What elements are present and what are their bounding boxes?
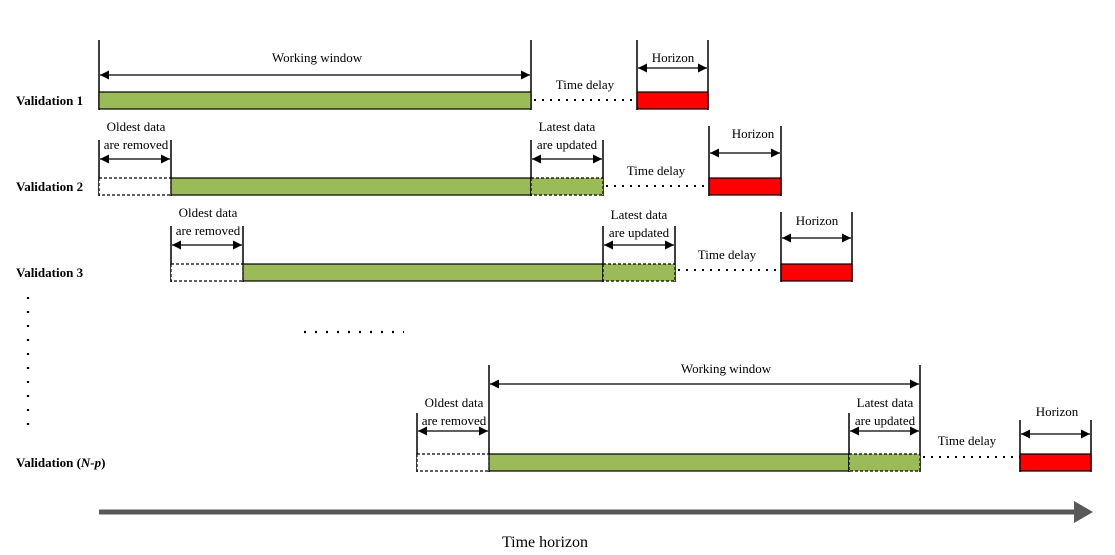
oldest-label-line2: are removed [104,137,169,152]
row-label: Validation 2 [16,179,83,194]
validation-row-1: Validation 1 Working window Time delay H… [16,40,709,110]
horizon-label: Horizon [652,50,695,65]
oldest-label-line2: are removed [176,223,241,238]
time-axis-arrowhead [1074,501,1093,523]
working-window-bar [488,453,850,472]
time-axis-label: Time horizon [502,534,588,551]
time-delay-label: Time delay [698,247,757,262]
horizon-label: Horizon [1036,404,1079,419]
horizon-bar [780,263,853,282]
validation-row-2: Validation 2 Oldest data are removed Lat… [16,119,782,196]
removed-data-bar [98,177,172,196]
time-axis: Time horizon [99,501,1093,551]
oldest-label-line2: are removed [422,413,487,428]
row-label: Validation 3 [16,265,84,280]
row-label: Validation (N-p) [16,455,105,470]
horizon-label: Horizon [796,213,839,228]
updated-data-bar [602,263,676,282]
updated-data-bar [530,177,604,196]
validation-row-n-p: Validation (N-p) Working window Oldest d… [16,361,1092,472]
removed-data-bar [416,453,490,472]
working-window-bar [242,263,604,282]
removed-data-bar [170,263,244,282]
working-window-bar [98,91,532,110]
updated-data-bar [848,453,921,472]
validation-row-3: Validation 3 Oldest data are removed Lat… [16,205,853,282]
horizon-bar [708,177,782,196]
working-window-label: Working window [681,361,772,376]
working-window-label: Working window [272,50,363,65]
latest-label-line2: are updated [537,137,598,152]
time-delay-label: Time delay [627,163,686,178]
latest-label-line2: are updated [855,413,916,428]
horizon-bar [1019,453,1092,472]
working-window-bar [170,177,532,196]
time-delay-label: Time delay [556,77,615,92]
latest-label-line1: Latest data [611,207,668,222]
horizon-bar [636,91,709,110]
row-label: Validation 1 [16,93,83,108]
oldest-label-line1: Oldest data [179,205,238,220]
latest-label-line1: Latest data [857,395,914,410]
oldest-label-line1: Oldest data [425,395,484,410]
latest-label-line2: are updated [609,225,670,240]
horizon-label: Horizon [732,126,775,141]
oldest-label-line1: Oldest data [107,119,166,134]
latest-label-line1: Latest data [539,119,596,134]
time-delay-label: Time delay [938,433,997,448]
